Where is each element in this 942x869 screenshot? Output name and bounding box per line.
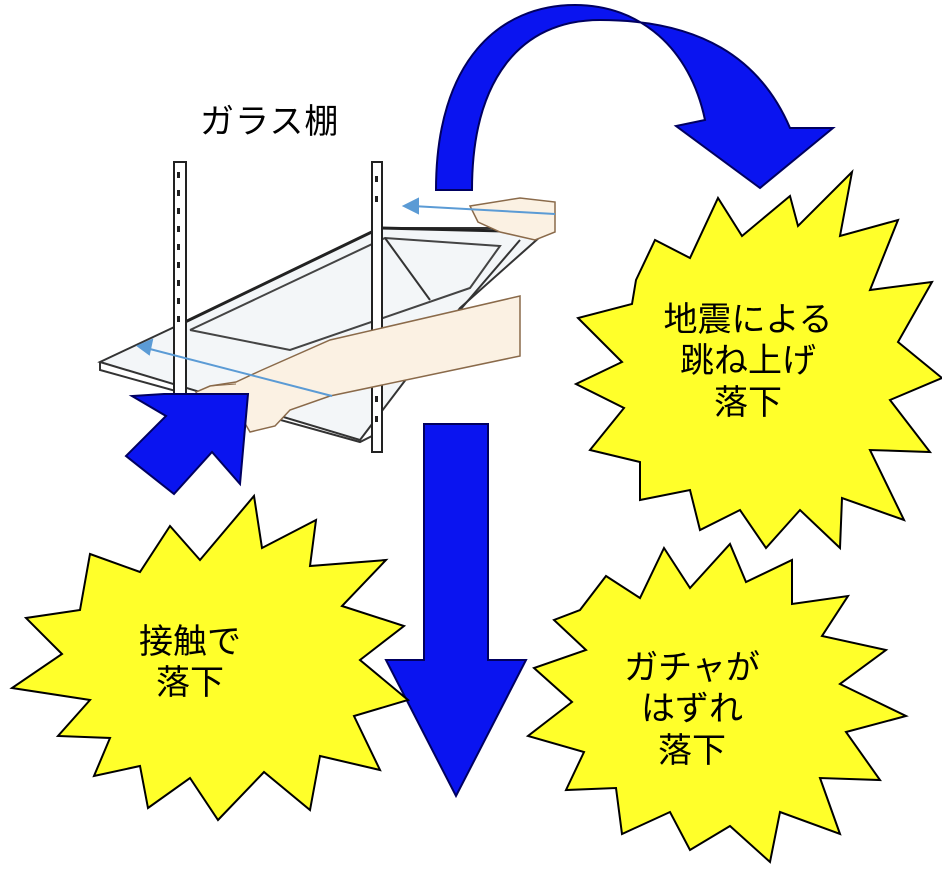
burst-contact-line2: 落下: [156, 663, 224, 704]
burst-latch-line2: はずれ: [641, 689, 743, 730]
burst-latch-line3: 落下: [658, 730, 726, 771]
shelf-bracket-line: [384, 237, 431, 301]
right-upright-rail: [371, 161, 383, 453]
curved-launch-arrow: [434, 3, 836, 191]
burst-quake-label: 地震による 跳ね上げ 落下: [648, 300, 848, 424]
title-glass-shelf: ガラス棚: [200, 102, 340, 142]
burst-contact-label: 接触で 落下: [100, 622, 280, 705]
left-rail-slots: [177, 172, 180, 322]
glass-shelf-illustration: [97, 161, 556, 453]
downward-fall-arrow: [384, 423, 528, 799]
burst-quake: [573, 169, 942, 551]
burst-contact-line1: 接触で: [139, 622, 241, 662]
shelf-bracket-line-2: [459, 239, 521, 311]
burst-latch: [525, 542, 909, 864]
upward-push-arrow: [124, 393, 250, 496]
burst-quake-line3: 落下: [714, 382, 782, 423]
motion-arrows: [135, 197, 556, 397]
burst-latch-line1: ガチャが: [624, 648, 760, 688]
shelf-inner-frame: [189, 236, 502, 352]
burst-latch-label: ガチャが はずれ 落下: [592, 648, 792, 772]
burst-contact: [9, 493, 411, 822]
back-hand: [468, 197, 556, 241]
burst-quake-line1: 地震による: [663, 300, 833, 340]
burst-quake-line2: 跳ね上げ: [680, 341, 816, 382]
